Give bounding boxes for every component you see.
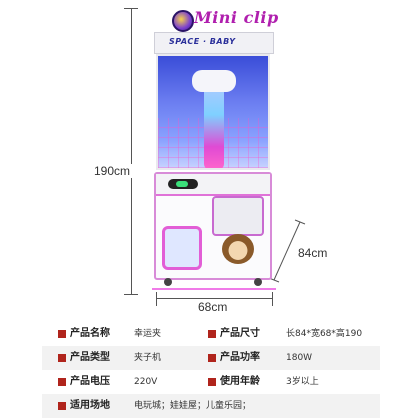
prize-door: [162, 226, 202, 270]
coin-door: [212, 196, 264, 236]
height-dim-line: [131, 8, 132, 294]
width-dim-right-cap: [272, 292, 273, 306]
spec-value: 220V: [134, 377, 158, 387]
start-button-light: [176, 181, 188, 187]
cabinet-base: [154, 172, 272, 286]
monkey-mascot-icon: [222, 234, 254, 264]
caster-wheel-icon: [164, 278, 172, 286]
bullet-icon: [208, 354, 216, 362]
spec-label: 使用年龄: [220, 376, 260, 387]
bullet-icon: [58, 378, 66, 386]
bullet-icon: [58, 402, 66, 410]
glass-window: [156, 54, 270, 170]
depth-label: 84cm: [298, 246, 328, 260]
spec-label: 产品电压: [70, 376, 110, 387]
spec-row: 适用场地 电玩城；娃娃屋；儿童乐园；: [42, 394, 380, 418]
spec-value: 长84*宽68*高190: [286, 329, 363, 339]
bullet-icon: [58, 330, 66, 338]
bullet-icon: [208, 378, 216, 386]
spec-label: 产品尺寸: [220, 328, 260, 339]
bullet-icon: [58, 354, 66, 362]
planet-logo-icon: [172, 10, 194, 32]
caster-wheel-icon: [254, 278, 262, 286]
width-dim-left-cap: [156, 292, 157, 306]
spec-label: 产品类型: [70, 352, 110, 363]
cabinet-header: SPACE · BABY: [154, 32, 274, 54]
width-label: 68cm: [198, 300, 228, 314]
spec-row: 产品名称 幸运夹 产品尺寸 长84*宽68*高190: [42, 322, 380, 346]
spec-row: 产品类型 夹子机 产品功率 180W: [42, 346, 380, 370]
spec-label: 产品名称: [70, 328, 110, 339]
spec-value: 电玩城；娃娃屋；儿童乐园；: [134, 401, 252, 411]
theme-sign: SPACE · BABY: [169, 37, 236, 46]
width-dim-line: [156, 298, 272, 299]
height-dim-bottom-cap: [124, 294, 138, 295]
spec-row: 产品电压 220V 使用年龄 3岁以上: [42, 370, 380, 394]
prize-tube: [204, 78, 224, 168]
height-label: 190cm: [92, 164, 133, 178]
spec-value: 3岁以上: [286, 377, 319, 387]
floor-glow: [152, 288, 276, 290]
control-panel: [156, 174, 270, 196]
brand-logo: Mini clip: [194, 8, 279, 27]
spec-value: 幸运夹: [134, 329, 162, 339]
spec-label: 适用场地: [70, 400, 110, 411]
spec-value: 180W: [286, 353, 313, 363]
spec-value: 夹子机: [134, 353, 162, 363]
claw-head: [192, 70, 236, 92]
bullet-icon: [208, 330, 216, 338]
claw-machine-image: Mini clip SPACE · BABY: [152, 8, 278, 290]
spec-label: 产品功率: [220, 352, 260, 363]
